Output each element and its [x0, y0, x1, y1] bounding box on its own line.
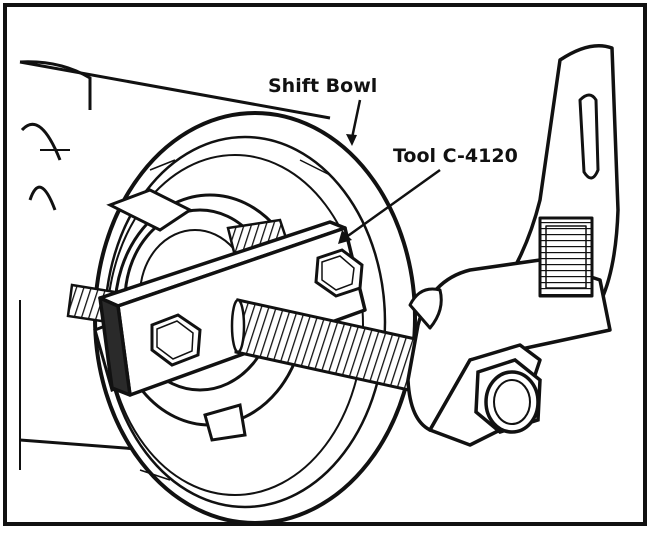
leader-lines: [338, 99, 441, 244]
steering-column: [19, 60, 331, 470]
label-shift-bowl: Shift Bowl: [268, 75, 377, 97]
label-tool: Tool C-4120: [393, 145, 518, 167]
bolt-head-lower: [150, 313, 202, 367]
center-screw: [230, 298, 422, 394]
border-frame: [3, 3, 647, 526]
bolt-head-upper: [314, 248, 364, 298]
hex-nut: [474, 358, 542, 434]
